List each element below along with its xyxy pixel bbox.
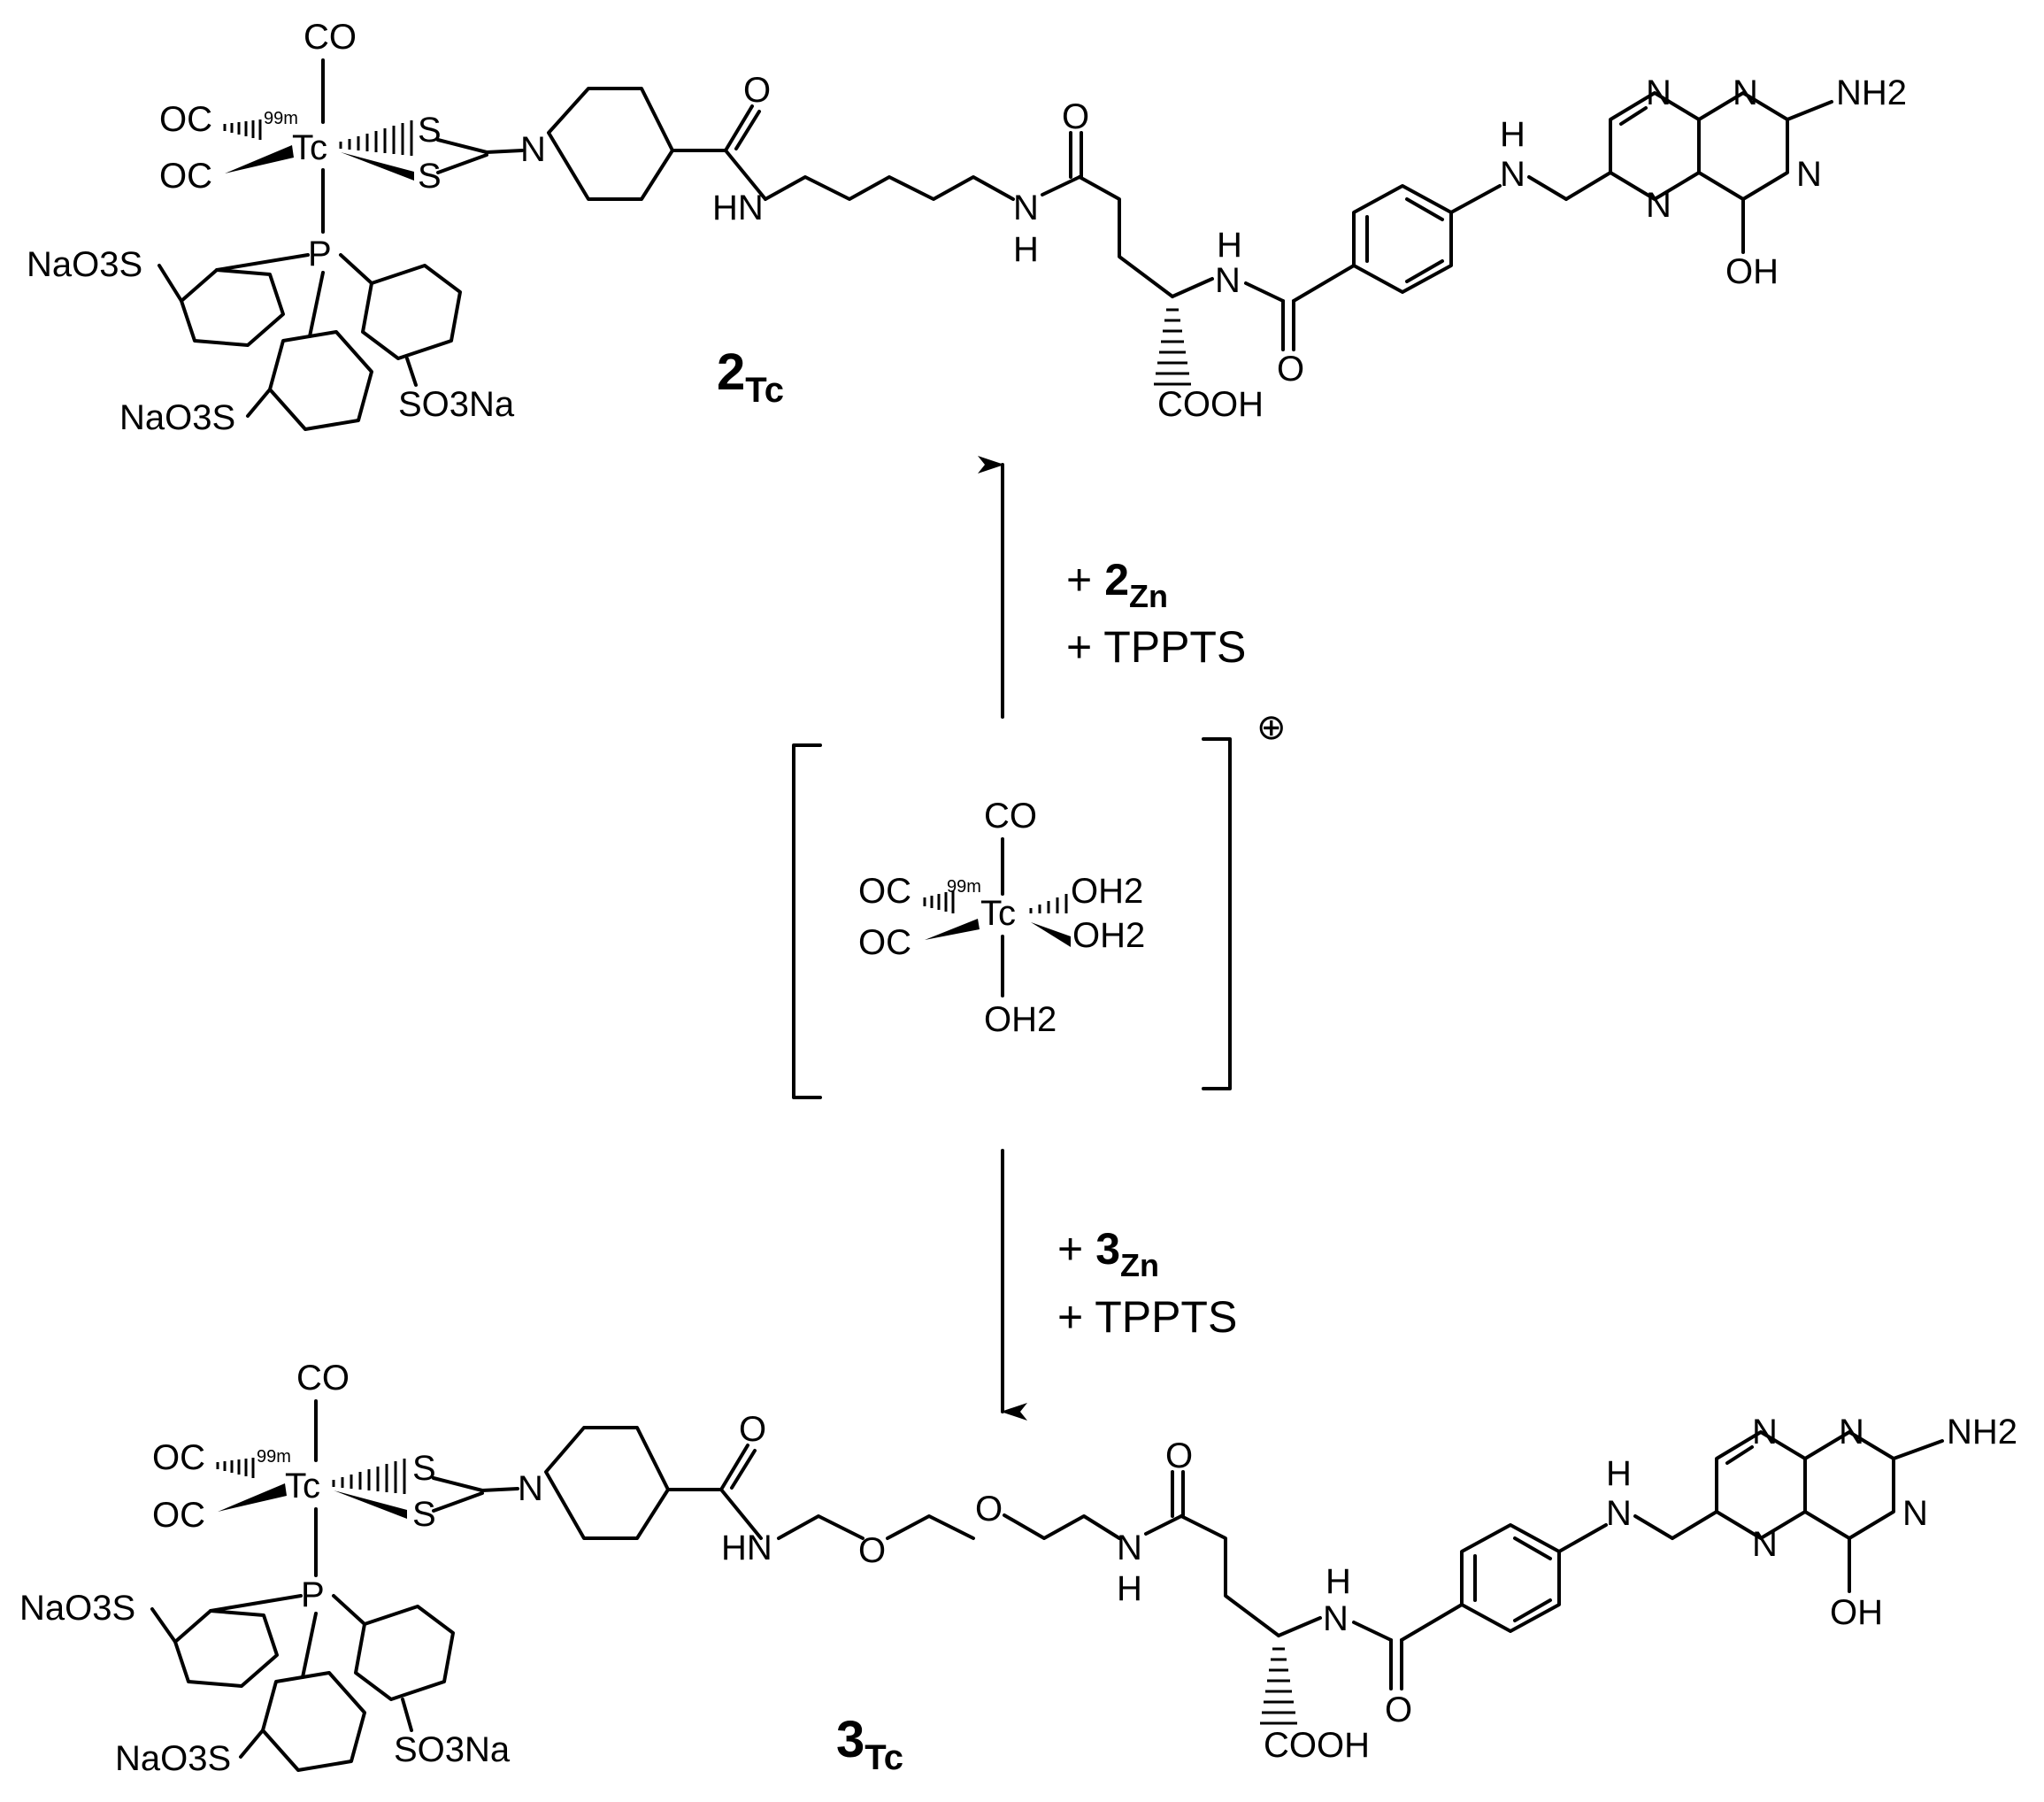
tc-top-oc-upleft: OC (159, 100, 212, 139)
tc-bot-s1: S (412, 1449, 436, 1488)
precursor-oc-left: OC (858, 923, 911, 962)
amide-h2-top: H (1013, 230, 1039, 269)
nh2-top: NH2 (1836, 73, 1907, 112)
cooh-top: COOH (1157, 385, 1264, 424)
pteridine-n4-bot: N (1902, 1494, 1928, 1533)
bold-wedge-oh2 (1031, 922, 1071, 947)
reagent-down-1: +3Zn (1057, 1224, 1159, 1283)
amide-h2-bot: H (1117, 1569, 1142, 1608)
ether-o2-bot: O (975, 1490, 1003, 1529)
bold-wedge (225, 145, 294, 173)
tc-top-so3na-bottom: NaO3S (119, 398, 235, 437)
tc-bot-s2: S (412, 1495, 436, 1534)
oh-top: OH (1725, 252, 1779, 291)
hash-wedge-oh2 (1029, 894, 1068, 913)
amide-o2-bot: O (1165, 1436, 1193, 1475)
ether-o1-bot: O (858, 1531, 886, 1570)
hash-wedge-s (339, 120, 413, 156)
bold-wedge-bot (218, 1483, 287, 1512)
tc-bot-metal: Tc (285, 1467, 320, 1506)
amide-o1-top: O (743, 71, 771, 110)
hash-wedge (223, 119, 262, 140)
tc-top-metal: Tc (292, 128, 327, 167)
hash-wedge-precursor (923, 890, 955, 913)
cooh-bot: COOH (1264, 1726, 1370, 1765)
precursor-oc-upleft: OC (858, 872, 911, 911)
precursor-complex: ⊕ CO OC 99m Tc OC OH2 OH2 OH2 (792, 708, 1287, 1099)
amide-nh1-top: HN (712, 189, 764, 227)
tc-top-p: P (308, 235, 332, 273)
glu-nh-n-top: N (1215, 261, 1241, 300)
pteridine-n1-top: N (1646, 73, 1671, 112)
compound-2tc-label: 2Tc (717, 343, 784, 410)
pteridine-n3-bot: N (1839, 1413, 1864, 1452)
oh-bot: OH (1830, 1593, 1883, 1632)
reagent-up-2: + TPPTS (1066, 622, 1246, 672)
tc-top-s1: S (418, 111, 442, 150)
tc-top-s2: S (418, 157, 442, 196)
glu-nh-h-bot: H (1326, 1562, 1351, 1601)
tc-top-so3na-left: NaO3S (27, 245, 142, 284)
pteridine-n1-bot: N (1752, 1413, 1778, 1452)
precursor-charge: ⊕ (1256, 708, 1287, 747)
compound-2tc: CO OC OC 99m Tc S S (27, 18, 1907, 437)
compound-3tc-label: 3Tc (836, 1711, 903, 1777)
tc-bot-isotope: 99m (257, 1447, 291, 1467)
tc-bot-oc-left: OC (152, 1496, 205, 1535)
bold-wedge-s (341, 152, 414, 181)
hash-wedge-bot (216, 1458, 255, 1478)
glu-nh-n-bot: N (1323, 1599, 1349, 1638)
precursor-co-up: CO (984, 797, 1037, 836)
hash-wedge-s-bot (332, 1459, 406, 1494)
glu-o-bot: O (1385, 1690, 1412, 1729)
pteridine-n4-top: N (1796, 155, 1822, 194)
tc-bot-so3na-left: NaO3S (19, 1589, 135, 1628)
tc-bot-so3na-right: SO3Na (394, 1730, 511, 1769)
aniline-n-bot: N (1606, 1494, 1632, 1533)
reagent-up-1: +2Zn (1066, 555, 1168, 614)
amide-nh1-bot: HN (721, 1529, 772, 1567)
tc-top-so3na-right: SO3Na (398, 385, 515, 424)
compound-3tc: CO OC 99m OC Tc S S (19, 1359, 2017, 1778)
amide-n2-bot: N (1117, 1529, 1142, 1567)
bracket-right (1202, 737, 1232, 1090)
nh2-bot: NH2 (1947, 1413, 2017, 1452)
reagent-down-2: + TPPTS (1057, 1292, 1237, 1342)
glu-o-top: O (1277, 350, 1304, 389)
amide-o1-bot: O (739, 1410, 766, 1449)
precursor-isotope: 99m (947, 877, 981, 897)
pteridine-n3-top: N (1733, 73, 1758, 112)
precursor-oh2-right: OH2 (1072, 916, 1145, 955)
aniline-h-bot: H (1606, 1454, 1632, 1493)
hash-cooh-bot (1260, 1647, 1297, 1725)
precursor-metal: Tc (980, 894, 1016, 933)
tc-top-co-up: CO (304, 18, 357, 57)
bold-wedge-s-bot (334, 1490, 407, 1519)
bold-wedge-precursor (925, 919, 980, 940)
tc-bot-so3na-bottom: NaO3S (115, 1739, 231, 1778)
aniline-h-top: H (1500, 115, 1525, 154)
pteridine-n2-bot: N (1752, 1525, 1778, 1564)
hash-cooh-top (1154, 308, 1191, 386)
tc-top-isotope: 99m (264, 109, 298, 128)
precursor-oh2-down: OH2 (984, 1000, 1057, 1039)
piperidine-n-top: N (520, 130, 546, 169)
tc-bot-oc-upleft: OC (152, 1438, 205, 1477)
tc-bot-co-up: CO (296, 1359, 350, 1398)
tc-bot-p: P (301, 1575, 325, 1614)
tc-top-oc-left: OC (159, 157, 212, 196)
precursor-oh2-upright: OH2 (1071, 872, 1143, 911)
amide-n2-top: N (1013, 189, 1039, 227)
bracket-left (792, 743, 822, 1099)
pteridine-n2-top: N (1646, 186, 1671, 225)
aniline-n-top: N (1500, 155, 1525, 194)
amide-o2-top: O (1062, 97, 1089, 136)
glu-nh-h-top: H (1217, 226, 1242, 265)
piperidine-n-bot: N (518, 1469, 543, 1508)
